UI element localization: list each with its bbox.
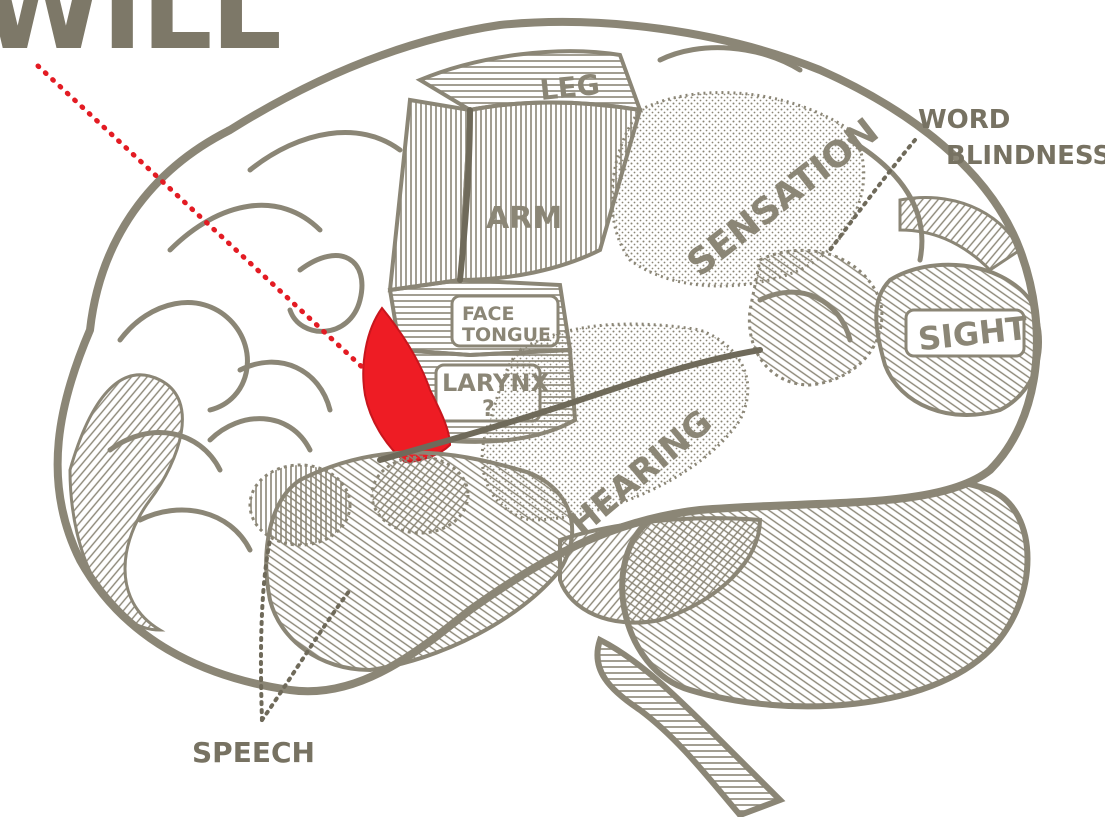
temporal-speech-area-2 <box>372 457 468 533</box>
headline-fragment: WILL <box>0 0 280 75</box>
label-leg: LEG <box>538 68 601 107</box>
label-larynx: LARYNX <box>442 369 550 397</box>
label-larynx-question: ? <box>482 397 495 422</box>
label-tongue: TONGUE <box>462 324 551 346</box>
label-speech: SPEECH <box>192 736 315 769</box>
label-face: FACE <box>462 303 514 325</box>
label-arm: ARM <box>486 201 562 236</box>
temporal-speech-area <box>250 465 350 545</box>
label-word: WORD <box>918 105 1010 135</box>
label-blindness: BLINDNESS <box>946 141 1105 171</box>
